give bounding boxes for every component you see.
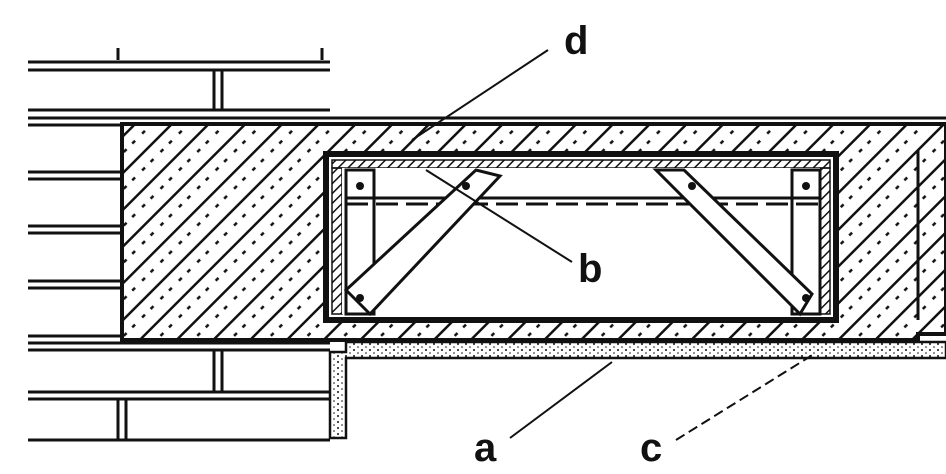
brick-wall-upper <box>28 48 946 127</box>
brick-wall-left <box>28 170 122 338</box>
leader-lines <box>411 49 815 441</box>
brick-wall-lower <box>28 341 330 442</box>
label-a: a <box>474 426 497 470</box>
nail-dots <box>356 182 810 302</box>
leader-line-d <box>411 49 549 141</box>
label-d: d <box>564 19 588 63</box>
label-c: c <box>640 426 662 470</box>
leader-line-a <box>509 361 613 439</box>
leader-line-b <box>425 169 573 263</box>
leader-line-c <box>675 353 815 441</box>
timber-frame <box>343 168 822 317</box>
label-b: b <box>578 247 602 291</box>
plaster-layer <box>328 340 946 440</box>
